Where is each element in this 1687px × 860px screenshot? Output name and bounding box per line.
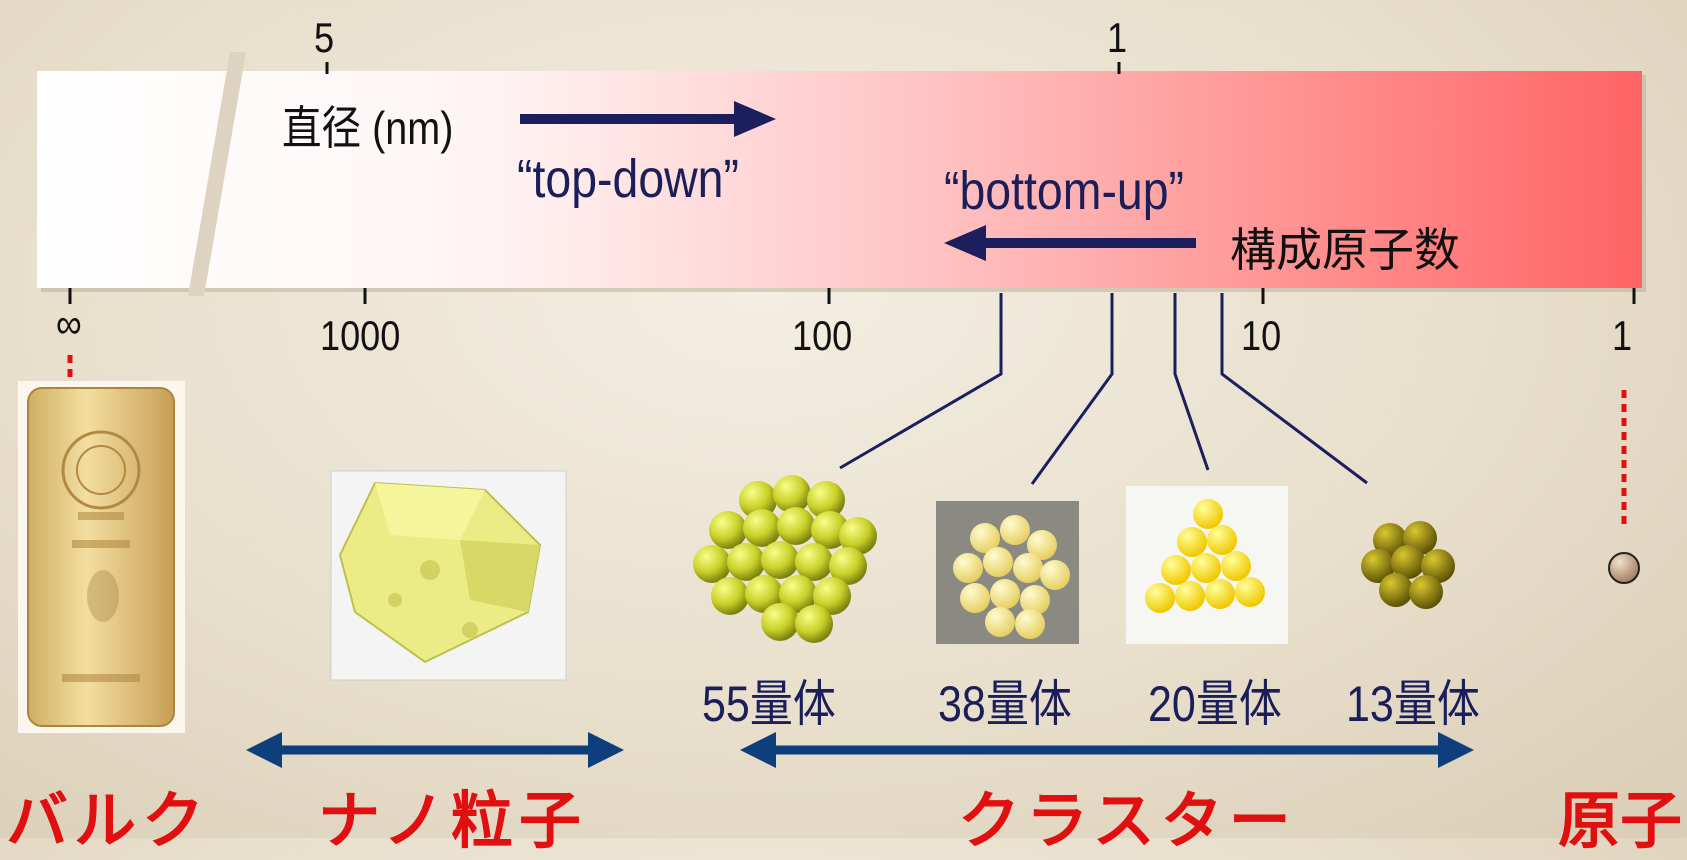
cluster-range-arrow	[740, 732, 1474, 768]
scale-bar	[37, 71, 1642, 288]
nanoparticle-image	[330, 470, 567, 681]
region-nano-label: ナノ粒子	[318, 787, 587, 856]
nano-range-arrow	[246, 732, 624, 768]
scale-diagram	[18, 52, 1646, 768]
bottom-tick-label-inf: ∞	[56, 300, 82, 347]
top-down-label: “top-down”	[517, 149, 739, 209]
cluster-55-label: 55量体	[702, 676, 836, 732]
gold-bar-image	[18, 381, 185, 733]
cluster-13-label: 13量体	[1346, 676, 1480, 732]
region-bulk-label: バルク	[6, 787, 211, 856]
bottom-tick-label-10: 10	[1241, 312, 1282, 359]
bottom-tick-label-1: 1	[1612, 312, 1633, 359]
cluster-55-image	[693, 475, 877, 643]
region-cluster-label: クラスター	[958, 787, 1297, 856]
top-down-arrow-head	[734, 101, 776, 137]
bottom-tick-label-1000: 1000	[320, 312, 401, 359]
bottom-up-arrow-head	[944, 225, 986, 261]
scale-break	[188, 52, 246, 296]
top-tick-label-1: 1	[1107, 14, 1128, 61]
connector-13	[1220, 293, 1368, 485]
connector-55	[839, 293, 1003, 470]
cluster-38-image	[936, 501, 1079, 644]
atom-image	[1608, 552, 1640, 584]
cluster-13-image	[1361, 521, 1455, 609]
bottom-tick-label-100: 100	[792, 312, 853, 359]
top-tick-label-5: 5	[314, 14, 335, 61]
cluster-20-image	[1126, 486, 1288, 644]
cluster-20-label: 20量体	[1148, 676, 1282, 732]
atom-count-label: 構成原子数	[1230, 224, 1460, 276]
region-atom-label: 原子	[1558, 787, 1683, 856]
bottom-up-label: “bottom-up”	[944, 161, 1185, 221]
connector-38	[1030, 293, 1114, 485]
connector-20	[1173, 293, 1210, 471]
diameter-label: 直径 (nm)	[282, 102, 454, 154]
cluster-38-label: 38量体	[938, 676, 1072, 732]
